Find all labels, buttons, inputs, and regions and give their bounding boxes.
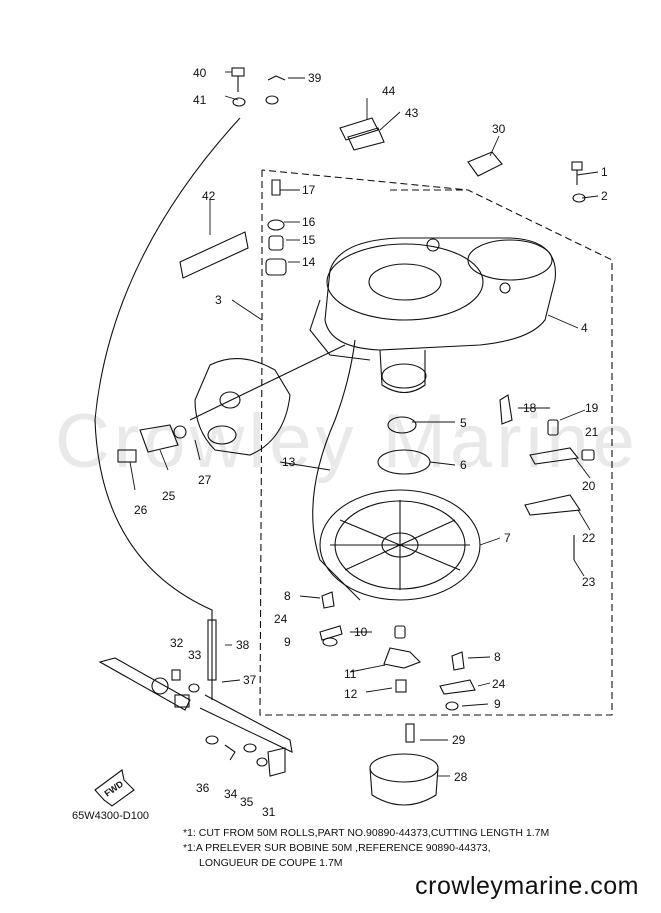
bracket-part (467, 151, 503, 177)
callout-4: 4 (581, 321, 588, 335)
callout-42: 42 (202, 189, 216, 203)
callout-7: 7 (504, 531, 511, 545)
brand-url: crowleymarine.com (415, 872, 639, 900)
callout-32: 32 (170, 636, 184, 650)
callout-9b: 9 (494, 697, 501, 711)
callout-31: 31 (262, 805, 276, 819)
callout-26: 26 (134, 503, 148, 517)
callout-18: 18 (523, 401, 537, 415)
callout-21: 21 (585, 425, 599, 439)
callout-2: 2 (601, 189, 608, 203)
callout-25: 25 (162, 489, 176, 503)
callout-41: 41 (193, 93, 207, 107)
callout-17: 17 (302, 183, 316, 197)
starter-handle (117, 344, 346, 463)
callout-12: 12 (344, 687, 358, 701)
callout-6: 6 (460, 458, 467, 472)
callout-30: 30 (492, 122, 506, 136)
footnotes: *1: CUT FROM 50M ROLLS,PART NO.90890-443… (183, 826, 549, 871)
callout-15: 15 (302, 233, 316, 247)
callout-33: 33 (188, 648, 202, 662)
callout-23: 23 (582, 575, 596, 589)
callout-9a: 9 (284, 635, 291, 649)
callout-11: 11 (344, 667, 357, 681)
callout-1: 1 (601, 165, 608, 179)
callout-35: 35 (240, 795, 254, 809)
callout-36: 36 (196, 781, 210, 795)
fwd-arrow (94, 769, 135, 807)
diagram-code: 65W4300-D100 (72, 810, 150, 822)
callout-14: 14 (302, 255, 316, 269)
callout-20: 20 (582, 479, 596, 493)
callout-39: 39 (308, 71, 322, 85)
watermark-text: Crowley Marine (55, 399, 639, 484)
callout-13: 13 (282, 455, 296, 469)
footnote-line: LONGUEUR DE COUPE 1.7M (199, 857, 343, 869)
drive-cup (369, 723, 439, 806)
callout-10: 10 (354, 625, 368, 639)
callout-8a: 8 (284, 589, 291, 603)
callout-24a: 24 (274, 612, 288, 626)
callout-37: 37 (243, 673, 257, 687)
callout-19: 19 (585, 401, 599, 415)
callout-43: 43 (405, 106, 419, 120)
assembly-outline (259, 169, 613, 716)
callout-5: 5 (460, 416, 467, 430)
callout-16: 16 (302, 215, 316, 229)
callout-28: 28 (454, 770, 468, 784)
callout-8b: 8 (494, 650, 501, 664)
callout-24b: 24 (492, 677, 506, 691)
throttle-cable (94, 117, 241, 700)
label-plate (179, 231, 249, 279)
starter-cover (309, 237, 556, 394)
footnote-line: *1: CUT FROM 50M ROLLS,PART NO.90890-443… (183, 827, 550, 839)
callout-34: 34 (224, 787, 238, 801)
callout-40: 40 (193, 66, 207, 80)
callout-44: 44 (382, 84, 396, 98)
callout-22: 22 (582, 531, 596, 545)
footnote-line: *1:A PRELEVER SUR BOBINE 50M ,REFERENCE … (183, 842, 491, 854)
callout-27: 27 (198, 473, 212, 487)
callout-29: 29 (452, 733, 466, 747)
callout-3: 3 (215, 293, 222, 307)
spacer-stack (265, 179, 287, 276)
callout-38: 38 (236, 638, 250, 652)
